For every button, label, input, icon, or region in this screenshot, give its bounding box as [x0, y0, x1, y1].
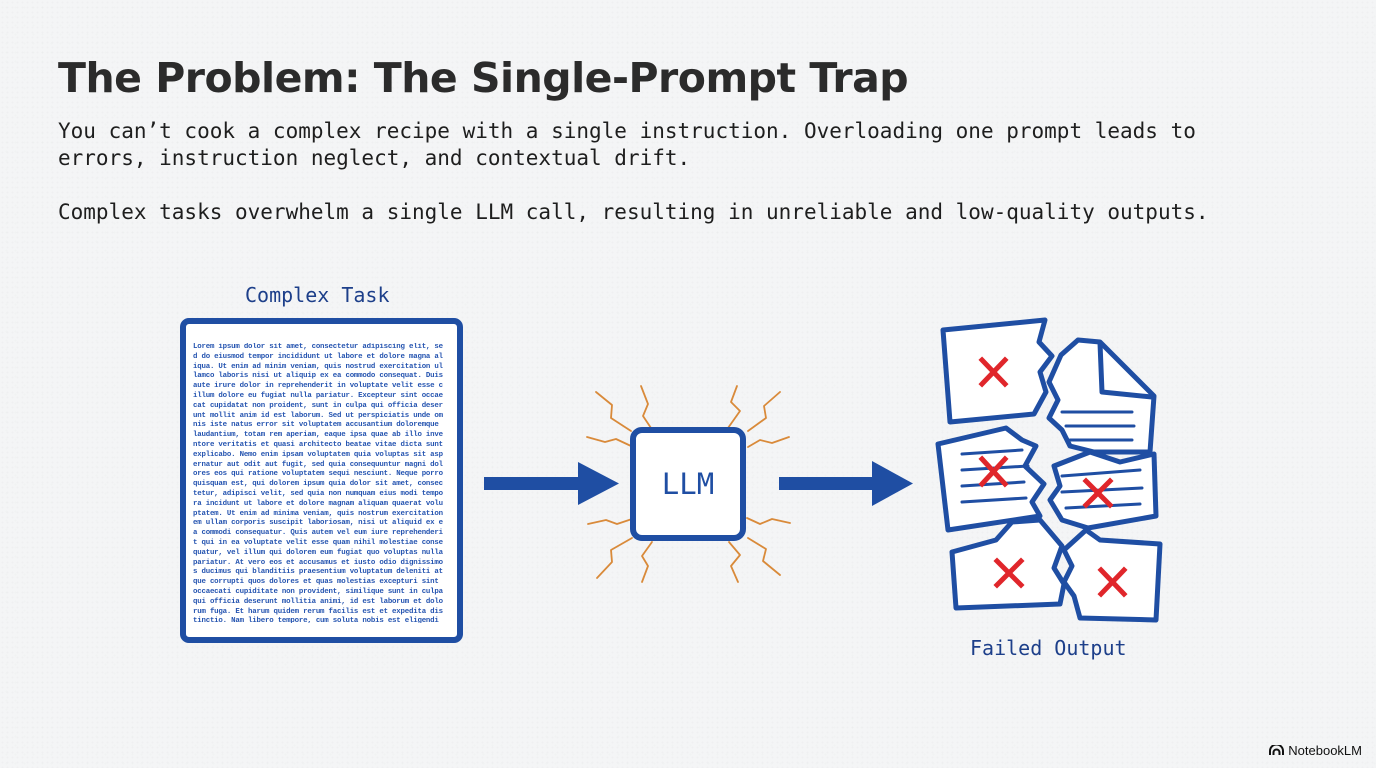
brand-name: NotebookLM: [1288, 743, 1362, 758]
error-x-icon: [993, 557, 1025, 589]
document-body-text: Lorem ipsum dolor sit amet, consectetur …: [193, 343, 443, 623]
complex-task-document: Lorem ipsum dolor sit amet, consectetur …: [180, 318, 463, 643]
fragment-middle-left: [935, 425, 1047, 533]
slide-title: The Problem: The Single-Prompt Trap: [58, 54, 909, 102]
fragment-top-right: [1046, 337, 1157, 455]
output-arrow: [779, 461, 913, 506]
llm-box: [630, 427, 746, 541]
failed-output-label: Failed Output: [970, 636, 1127, 660]
error-x-icon: [1097, 566, 1128, 598]
input-arrow: [484, 462, 619, 505]
error-x-icons: [978, 356, 1128, 598]
notebooklm-branding: NotebookLM: [1269, 743, 1362, 758]
fragment-text-lines: [960, 410, 1144, 510]
llm-label: LLM: [662, 467, 714, 501]
complex-task-label: Complex Task: [245, 283, 390, 307]
fragment-bottom-right: [1061, 527, 1163, 623]
fragment-bottom-left: [949, 517, 1067, 611]
error-x-icon: [1082, 477, 1114, 509]
summary-paragraph: Complex tasks overwhelm a single LLM cal…: [58, 200, 1209, 224]
error-x-icon: [978, 356, 1009, 388]
intro-paragraph: You can’t cook a complex recipe with a s…: [58, 119, 1196, 170]
notebooklm-logo-icon: [1269, 745, 1285, 755]
error-x-icon: [978, 455, 1009, 488]
